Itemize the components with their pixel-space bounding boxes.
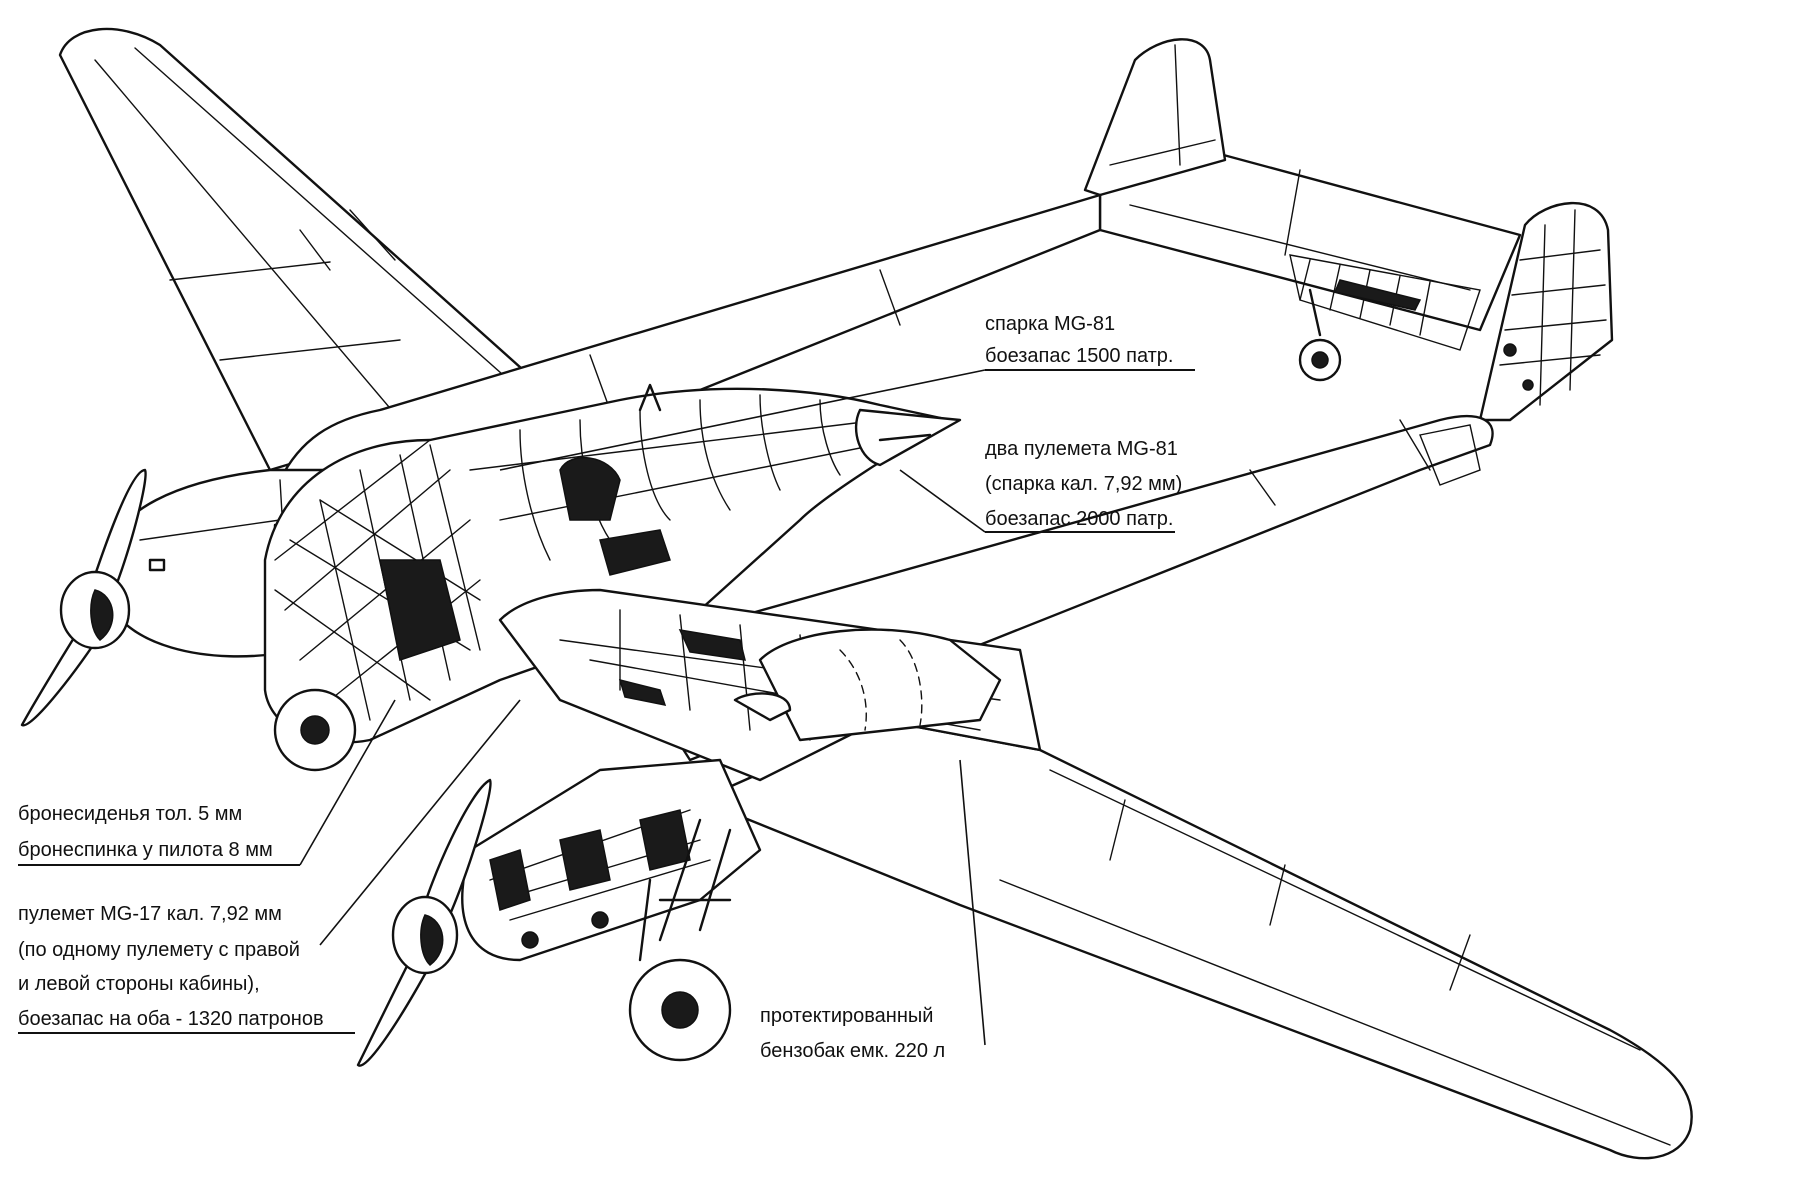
right-wing bbox=[698, 718, 1693, 1160]
fuselage-nose bbox=[263, 383, 962, 744]
callout-twin-gun-line3: боезапас 2000 патр. bbox=[985, 508, 1173, 530]
callout-rear-gun-line1: спарка MG-81 bbox=[985, 313, 1115, 335]
callout-rear-gun-line2: боезапас 1500 патр. bbox=[985, 345, 1173, 367]
callout-leaders bbox=[18, 369, 1195, 1046]
callout-forward-gun-line4: боезапас на оба - 1320 патронов bbox=[18, 1008, 324, 1030]
callout-fuel-tank-line1: протектированный bbox=[760, 1005, 933, 1027]
callout-forward-gun-line3: и левой стороны кабины), bbox=[18, 973, 260, 995]
callout-forward-gun-line2: (по одному пулемету с правой bbox=[18, 939, 300, 961]
callout-twin-gun-line1: два пулемета MG-81 bbox=[985, 438, 1178, 460]
nose-gear bbox=[273, 688, 357, 772]
callout-armor-line2: бронеспинка у пилота 8 мм bbox=[18, 839, 273, 861]
right-fin bbox=[1478, 201, 1614, 422]
fuel-tank bbox=[733, 628, 1002, 742]
callout-fuel-tank-line2: бензобак емк. 220 л bbox=[760, 1040, 945, 1062]
left-fin bbox=[1083, 38, 1227, 197]
callout-armor-line1: бронесиденья тол. 5 мм bbox=[18, 803, 242, 825]
callout-forward-gun-line1: пулемет MG-17 кал. 7,92 мм bbox=[18, 903, 282, 925]
right-engine bbox=[356, 758, 762, 1067]
callouts: спарка MG-81 боезапас 1500 патр. два пул… bbox=[18, 313, 1182, 1062]
callout-twin-gun-line2: (спарка кал. 7,92 мм) bbox=[985, 473, 1182, 495]
main-gear bbox=[628, 818, 732, 1062]
tail-cutaway bbox=[1289, 254, 1481, 382]
